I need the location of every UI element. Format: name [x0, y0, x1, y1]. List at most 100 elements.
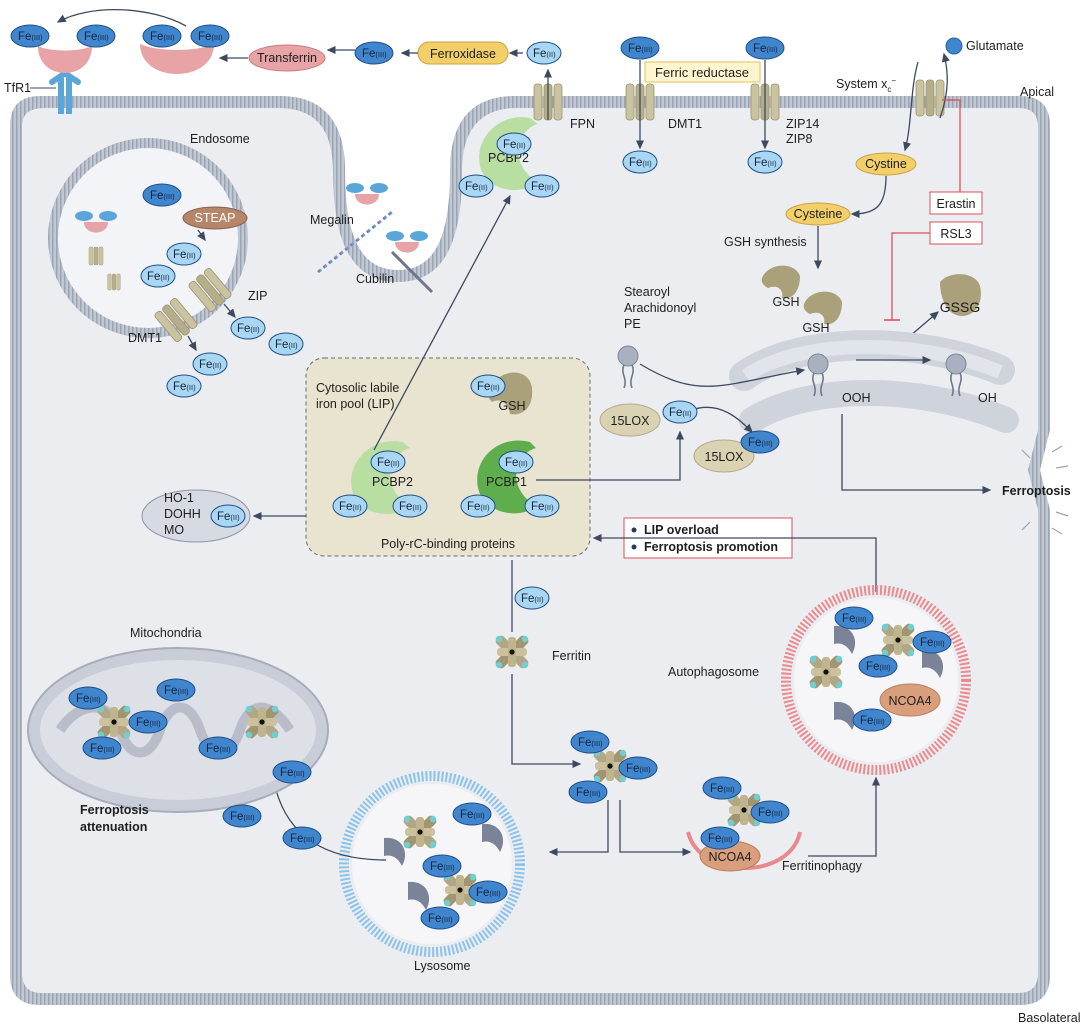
gsh-lip-label: GSH — [498, 399, 525, 413]
fe3-ion-badge: Fe(III) — [568, 780, 608, 804]
fe-ion-label: Fe(II) — [669, 407, 692, 419]
fe2-ion-badge: Fe(II) — [747, 150, 783, 174]
fe3-ion-badge: Fe(III) — [740, 430, 780, 454]
lysosome-ferritin-1 — [402, 814, 438, 850]
fe2-ion-badge: Fe(II) — [210, 504, 246, 528]
ncoa4-ferritinophagy-label: NCOA4 — [708, 850, 751, 864]
gssg-label: GSSG — [940, 299, 980, 315]
rsl3-label: RSL3 — [940, 227, 971, 241]
ho1-label: HO-1 — [164, 491, 194, 505]
fe-ion-label: Fe(II) — [531, 181, 554, 193]
fe3-ion-badge: Fe(III) — [222, 804, 262, 828]
rsl3-box: RSL3 — [929, 221, 983, 245]
fe-oxidation-state: (III) — [489, 889, 501, 898]
endosome — [48, 138, 248, 338]
fe-ion-label: Fe(III) — [76, 693, 101, 705]
cystine-label: Cystine — [865, 157, 907, 171]
fe-ion-label: Fe(II) — [521, 593, 544, 605]
fe2-ion-badge: Fe(II) — [166, 242, 202, 266]
transferrin-bound-receptor — [38, 46, 92, 73]
fe-oxidation-state: (III) — [149, 719, 161, 728]
fe-oxidation-state: (III) — [721, 835, 733, 844]
fe3-ion-badge: Fe(III) — [282, 826, 322, 850]
fe2-ion-badge: Fe(II) — [662, 400, 698, 424]
system-xc-label: System xc− — [836, 76, 896, 94]
fe2-ion-badge: Fe(II) — [496, 132, 532, 156]
fe3-ion-badge: Fe(III) — [422, 854, 462, 878]
fe-oxidation-state: (III) — [641, 45, 653, 54]
fe-ion-label: Fe(III) — [362, 48, 387, 60]
fe3-ion-badge: Fe(III) — [420, 906, 460, 930]
fe-ion-label: Fe(II) — [503, 139, 526, 151]
fe2-ion-badge: Fe(II) — [332, 494, 368, 518]
15lox-enzyme-1: 15LOX — [599, 403, 661, 437]
fe-oxidation-state: (III) — [933, 639, 945, 648]
fe2-ion-badge: Fe(II) — [526, 41, 562, 65]
fe-oxidation-state: (II) — [518, 459, 528, 468]
steap-enzyme: STEAP — [182, 206, 248, 230]
gsh-label-2: GSH — [802, 321, 829, 335]
zip14-label: ZIP14 — [786, 117, 819, 131]
fe-oxidation-state: (III) — [873, 717, 885, 726]
fe3-ion-badge: Fe(III) — [834, 606, 874, 630]
fe-ion-label: Fe(III) — [150, 190, 175, 202]
fe3-ion-badge: Fe(III) — [852, 708, 892, 732]
fe3-ion-badge: Fe(III) — [82, 736, 122, 760]
fe-ion-label: Fe(III) — [758, 807, 783, 819]
stearoyl-label: Stearoyl — [624, 285, 670, 299]
ho1-dohh-mo-enzyme: HO-1 DOHH MO — [141, 489, 251, 543]
fe2-ion-badge: Fe(II) — [622, 150, 658, 174]
fe-oxidation-state: (III) — [89, 695, 101, 704]
erastin-box: Erastin — [929, 191, 983, 215]
fe-ion-label: Fe(III) — [230, 811, 255, 823]
15lox-label-2: 15LOX — [705, 450, 745, 464]
fe-ion-label: Fe(II) — [173, 249, 196, 261]
fe-ion-label: Fe(III) — [430, 861, 455, 873]
fe-oxidation-state: (III) — [761, 439, 773, 448]
fe-oxidation-state: (III) — [879, 663, 891, 672]
tfr1-receptor — [49, 71, 81, 114]
fe-ion-label: Fe(III) — [206, 743, 231, 755]
fpn-label: FPN — [570, 117, 595, 131]
megalin-cubilin-complex — [317, 183, 434, 294]
fe3-ion-badge: Fe(III) — [190, 24, 230, 48]
fe-oxidation-state: (III) — [293, 769, 305, 778]
fe-oxidation-state: (III) — [443, 863, 455, 872]
ooh-label: OOH — [842, 391, 870, 405]
endosome-pore-small-2 — [107, 273, 121, 291]
tfr1-label: TfR1 — [4, 81, 31, 95]
fe-oxidation-state: (III) — [591, 739, 603, 748]
fe-ion-label: Fe(III) — [710, 783, 735, 795]
fe-oxidation-state: (II) — [544, 503, 554, 512]
lip-title-line1: Cytosolic labile — [316, 381, 399, 395]
mitochondria — [27, 647, 329, 813]
fe-oxidation-state: (II) — [288, 341, 298, 350]
fe2-ion-badge: Fe(II) — [514, 586, 550, 610]
fe-ion-label: Fe(II) — [377, 457, 400, 469]
fe3-ion-badge: Fe(III) — [702, 776, 742, 800]
fe-ion-label: Fe(II) — [533, 48, 556, 60]
fe-oxidation-state: (III) — [177, 687, 189, 696]
pcbp2-lip-label: PCBP2 — [372, 475, 413, 489]
fe2-ion-badge: Fe(II) — [524, 174, 560, 198]
autophagosome-ferritin-1 — [808, 654, 844, 690]
fe-ion-label: Fe(III) — [628, 43, 653, 55]
fe-ion-label: Fe(II) — [147, 271, 170, 283]
fe-oxidation-state: (II) — [642, 159, 652, 168]
transferrin-protein: Transferrin — [248, 44, 326, 72]
megalin-label: Megalin — [310, 213, 354, 227]
cystine-molecule: Cystine — [855, 152, 917, 176]
fe-ion-label: Fe(III) — [198, 31, 223, 43]
fe-oxidation-state: (II) — [250, 325, 260, 334]
fe-oxidation-state: (III) — [163, 33, 175, 42]
gsh-molecule-2: GSH — [802, 291, 842, 335]
poly-rc-label: Poly-rC-binding proteins — [381, 537, 515, 551]
fe-oxidation-state: (II) — [390, 459, 400, 468]
endosome-pore-small-1 — [88, 246, 104, 266]
fe-oxidation-state: (II) — [516, 141, 526, 150]
fe3-ion-badge: Fe(III) — [452, 802, 492, 826]
steap-label: STEAP — [195, 211, 236, 225]
fe-oxidation-state: (III) — [473, 811, 485, 820]
iron-badges: Fe(III) Fe(III) Fe(III) Fe(III) Fe(III) Fe(II… — [10, 24, 952, 930]
fe3-ion-badge: Fe(III) — [354, 41, 394, 65]
